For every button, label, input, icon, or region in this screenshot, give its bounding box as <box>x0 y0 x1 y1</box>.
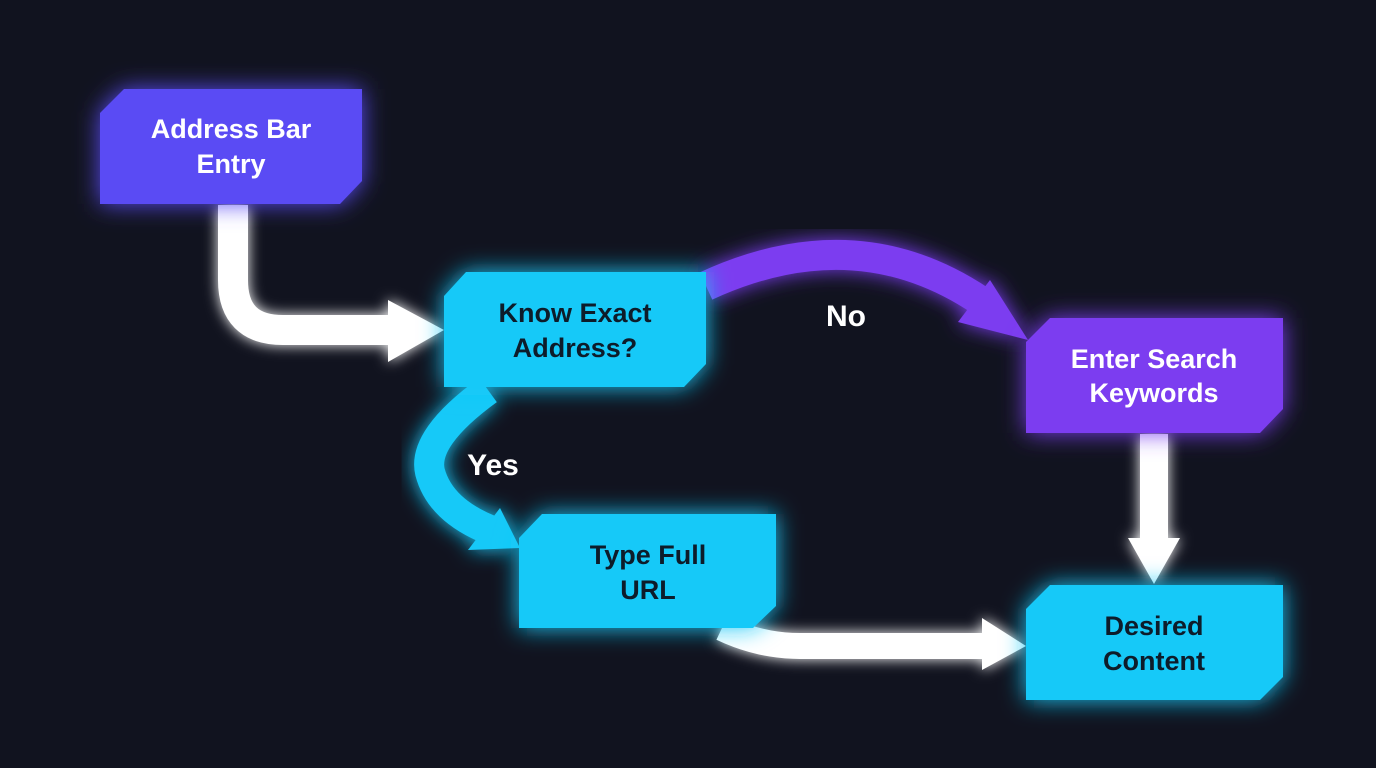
connector-start-to-decision <box>218 205 444 362</box>
connector-no-branch-line <box>699 239 997 319</box>
node-enter-search-keywords-label-line1: Enter Search <box>1071 344 1238 374</box>
node-desired-content-shape <box>1026 585 1283 700</box>
node-address-bar-entry-label-line2: Entry <box>196 149 265 179</box>
node-desired-content-label-line1: Desired <box>1104 611 1203 641</box>
yes-branch-label: Yes <box>467 449 519 482</box>
node-know-exact-address-label-line2: Address? <box>513 333 638 363</box>
arrowhead-to-type-url <box>468 508 520 550</box>
connector-search-to-content <box>1128 434 1180 584</box>
connector-no-branch <box>699 239 1028 340</box>
connector-url-to-content <box>716 616 1026 670</box>
node-type-full-url: Type Full URL <box>519 514 776 628</box>
arrowhead-to-content-from-search <box>1128 538 1180 584</box>
no-branch-label: No <box>826 300 866 333</box>
arrowhead-to-search <box>958 280 1028 340</box>
arrowhead-to-decision <box>388 300 444 362</box>
node-type-full-url-label-line2: URL <box>620 575 676 605</box>
connector-start-to-decision-line <box>218 205 398 345</box>
node-desired-content: Desired Content <box>1026 585 1283 700</box>
node-type-full-url-label-line1: Type Full <box>590 540 707 570</box>
arrowhead-to-content-from-url <box>982 618 1026 670</box>
node-desired-content-label-line2: Content <box>1103 646 1205 676</box>
node-enter-search-keywords-shape <box>1026 318 1283 433</box>
node-address-bar-entry-shape <box>100 89 362 204</box>
connector-yes-branch <box>414 377 520 550</box>
connector-url-to-content-line <box>716 616 985 659</box>
node-know-exact-address-label-line1: Know Exact <box>498 298 651 328</box>
node-type-full-url-shape <box>519 514 776 628</box>
node-know-exact-address: Know Exact Address? <box>444 272 706 387</box>
connector-yes-branch-line <box>414 377 497 544</box>
node-address-bar-entry: Address Bar Entry <box>100 89 362 204</box>
node-enter-search-keywords-label-line2: Keywords <box>1089 378 1218 408</box>
node-enter-search-keywords: Enter Search Keywords <box>1026 318 1283 433</box>
node-know-exact-address-shape <box>444 272 706 387</box>
node-address-bar-entry-label-line1: Address Bar <box>151 114 312 144</box>
